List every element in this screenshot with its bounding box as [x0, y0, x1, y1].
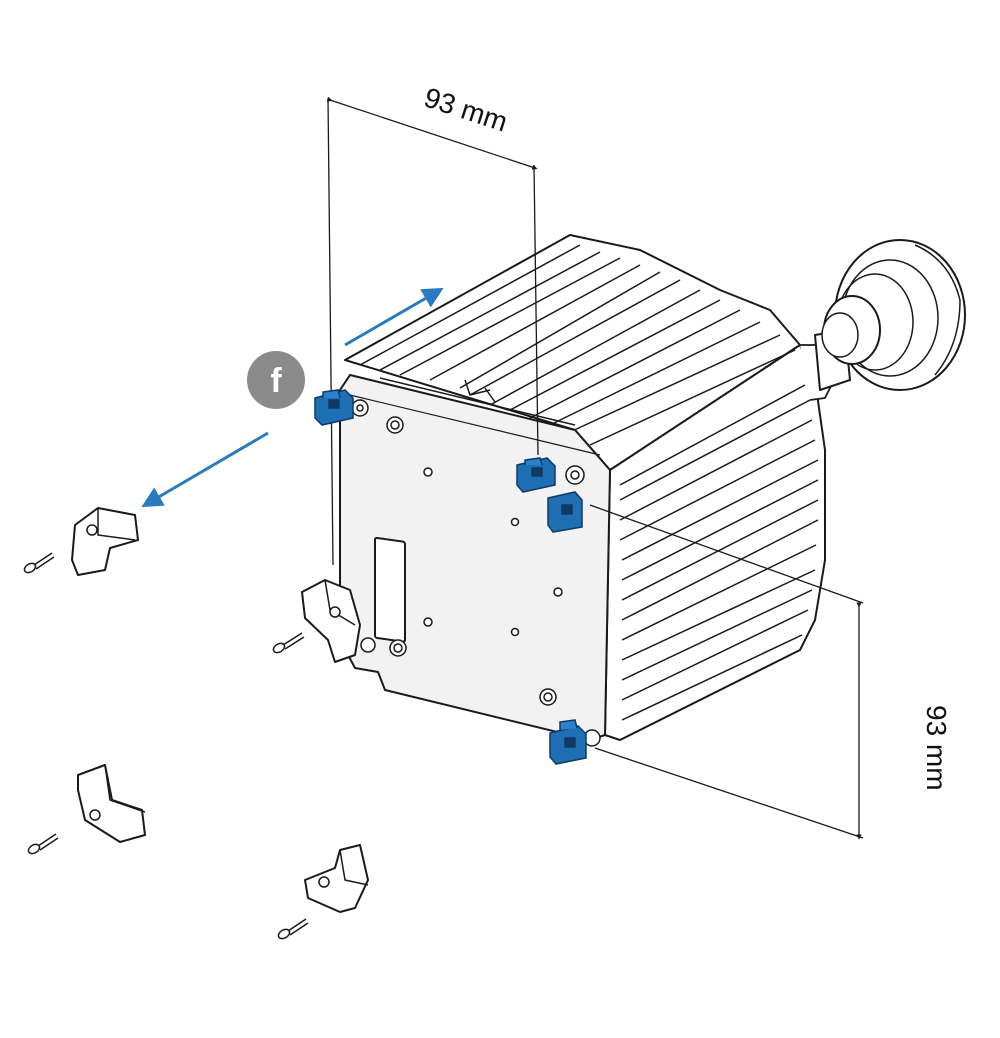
plate-holes: [386, 416, 563, 706]
clips-blue: [314, 389, 587, 765]
dim-top-label: 93 mm: [420, 82, 511, 138]
loose-parts: [23, 507, 369, 940]
heatsink-fins-top: [359, 244, 796, 446]
arrow-slide-clip: [344, 287, 444, 347]
luminaire-housing: [339, 234, 966, 747]
screw-plate-left: [272, 632, 305, 654]
bracket-lower-middle: [304, 844, 369, 913]
dim-right-extension-bottom: [594, 747, 864, 839]
cable-gland: [814, 239, 966, 391]
bracket-lower-left: [77, 764, 146, 843]
clip-bottom-right: [549, 719, 587, 765]
step-badge: f: [247, 351, 305, 409]
heatsink-fins-side: [619, 384, 819, 721]
corner-bosses: [351, 399, 601, 747]
arrow-remove-clip: [141, 431, 269, 508]
clip-top-left: [314, 389, 354, 426]
screw-lower-middle: [277, 918, 309, 940]
dim-right-label: 93 mm: [921, 705, 952, 791]
dim-top-line: [326, 96, 538, 170]
bracket-plate-left: [301, 579, 361, 663]
dim-top-extension-right: [533, 164, 539, 456]
dimension-top: [326, 96, 539, 566]
dim-right-extension-top: [589, 504, 864, 604]
screw-upper-left: [23, 552, 55, 574]
step-badge-label: f: [270, 362, 282, 400]
arrows-direction: [141, 287, 444, 508]
clip-middle-right: [547, 491, 583, 533]
dim-top-extension-left: [327, 97, 334, 566]
clip-top-right: [516, 457, 556, 493]
plate-slot: [374, 536, 406, 643]
bracket-upper-left: [71, 507, 139, 576]
dimension-right: [589, 504, 864, 840]
screw-lower-left: [27, 833, 59, 855]
